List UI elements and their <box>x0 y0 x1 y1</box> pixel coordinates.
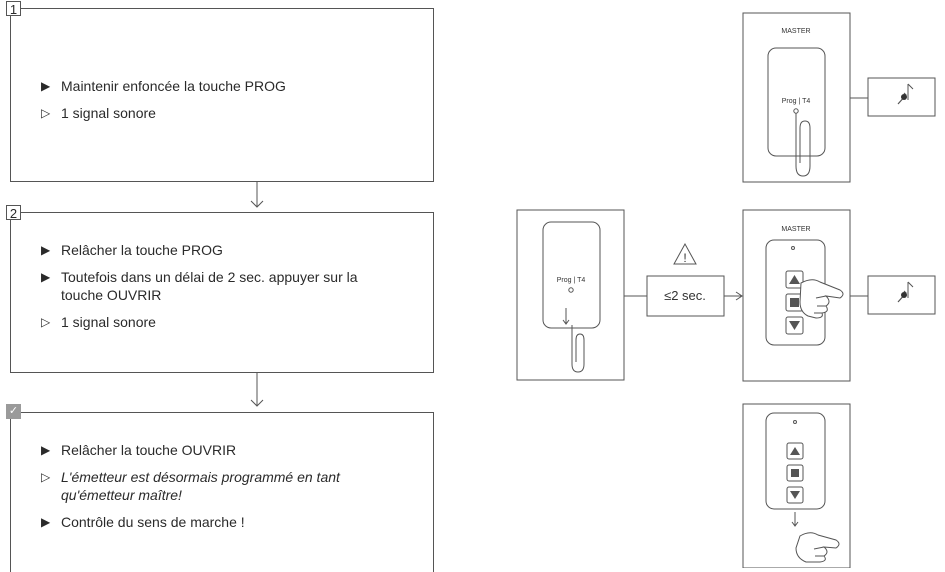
prog-label: Prog | T4 <box>782 98 811 105</box>
down-arrow-button-icon <box>785 316 804 335</box>
buzzer-sound-box <box>867 77 936 117</box>
timing-box: ≤2 sec. <box>646 275 725 317</box>
list-item: ▶Relâcher la touche PROG <box>41 242 223 258</box>
action-marker-icon: ▶ <box>41 243 51 257</box>
list-item: ▷L'émetteur est désormais programmé en t… <box>41 469 340 503</box>
list-item: ▷1 signal sonore <box>41 314 156 330</box>
action-marker-icon: ▶ <box>41 270 51 284</box>
action-marker-icon: ▶ <box>41 79 51 93</box>
down-arrow-icon <box>250 182 264 208</box>
step-3-box <box>10 412 434 572</box>
action-marker-icon: ▶ <box>41 443 51 457</box>
master-remote-prog-panel: MASTER Prog | T4 <box>742 12 851 183</box>
down-arrow-icon <box>250 373 264 407</box>
hand-press-icon <box>795 532 840 563</box>
prog-release-panel: Prog | T4 <box>516 209 625 381</box>
step-3-list: ▶Relâcher la touche OUVRIR ▷L'émetteur e… <box>41 441 401 540</box>
release-arrow-icon <box>791 512 799 527</box>
step-1-list: ▶Maintenir enfoncée la touche PROG ▷1 si… <box>41 77 401 131</box>
up-arrow-button-icon <box>785 270 804 289</box>
release-arrow-icon <box>562 308 570 325</box>
list-item: ▶Toutefois dans un délai de 2 sec. appuy… <box>41 269 358 303</box>
step-3-check-icon: ✓ <box>6 404 21 419</box>
down-arrow-button-icon <box>786 486 804 504</box>
timing-label: ≤2 sec. <box>664 288 706 303</box>
list-item: ▶Maintenir enfoncée la touche PROG <box>41 78 286 94</box>
result-marker-icon: ▷ <box>41 470 51 484</box>
remote-release-panel <box>742 403 851 568</box>
master-label: MASTER <box>781 28 810 35</box>
master-remote-press-panel: MASTER <box>742 209 851 382</box>
prog-label: Prog | T4 <box>557 277 586 284</box>
result-marker-icon: ▷ <box>41 106 51 120</box>
up-arrow-button-icon <box>786 442 804 460</box>
step-2-list: ▶Relâcher la touche PROG ▶Toutefois dans… <box>41 241 401 340</box>
warning-triangle-icon: ! <box>673 242 697 265</box>
master-label: MASTER <box>781 226 810 233</box>
buzzer-sound-icon <box>897 83 914 105</box>
hand-press-icon <box>799 279 844 319</box>
paperclip-icon <box>795 113 811 177</box>
step-1-number: 1 <box>6 1 21 17</box>
result-marker-icon: ▷ <box>41 315 51 329</box>
step-2-number: 2 <box>6 205 21 221</box>
list-item: ▶Contrôle du sens de marche ! <box>41 514 245 530</box>
step-2-box <box>10 212 434 373</box>
step-1-top-rule <box>21 8 434 9</box>
svg-text:!: ! <box>683 251 686 265</box>
list-item: ▷1 signal sonore <box>41 105 156 121</box>
buzzer-sound-box <box>867 275 936 315</box>
stop-button-icon <box>786 464 804 482</box>
buzzer-sound-icon <box>897 281 914 303</box>
action-marker-icon: ▶ <box>41 515 51 529</box>
paperclip-icon <box>571 325 585 373</box>
list-item: ▶Relâcher la touche OUVRIR <box>41 442 237 458</box>
